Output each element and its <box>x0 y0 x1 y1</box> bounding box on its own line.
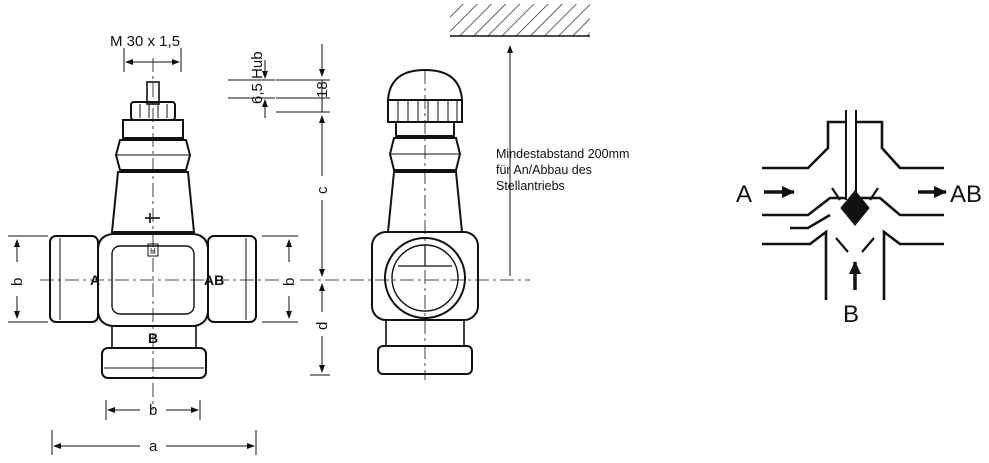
dim-b-left-label: b <box>9 278 26 286</box>
neck-ring <box>122 119 184 139</box>
dim-c-label: c <box>314 186 331 194</box>
clearance-note-line1: Mindestabstand 200mm <box>496 147 629 161</box>
bonnet <box>110 171 196 233</box>
dim-d-label: d <box>314 322 331 330</box>
hatched-wall <box>450 4 590 36</box>
port-b-label: B <box>148 330 158 346</box>
body-mark-box <box>147 243 159 257</box>
hex-nut <box>114 139 192 171</box>
schematic-port-a: A <box>736 181 752 208</box>
body-mark-label: H <box>150 247 156 256</box>
dim-18-label: 18 <box>314 81 331 98</box>
port-opening-outer <box>384 237 466 319</box>
stroke-label: 6,5 Hub <box>249 51 266 104</box>
thread-label: M 30 x 1,5 <box>110 33 180 50</box>
cap-base <box>395 121 455 137</box>
side-view <box>276 4 590 380</box>
valve-stem <box>146 81 160 105</box>
knurled-cap-top <box>386 68 464 101</box>
dim-b-bottom-label: b <box>149 402 157 419</box>
side-hex-nut <box>388 137 462 171</box>
flow-schematic <box>762 110 947 300</box>
schematic-port-ab: AB <box>950 181 982 208</box>
schematic-port-b: B <box>843 301 859 328</box>
port-a-label: A <box>90 272 100 288</box>
clearance-note-line3: Stellantriebs <box>496 179 565 193</box>
body-window <box>111 245 195 315</box>
side-bottom-connector <box>377 345 473 375</box>
port-b-connector <box>101 347 207 379</box>
dim-a-label: a <box>149 438 158 455</box>
dim-b-mid-label: b <box>281 278 298 286</box>
front-view <box>8 48 298 455</box>
port-ab-label: AB <box>204 272 224 288</box>
valve-body <box>97 233 209 327</box>
clearance-note-line2: für An/Abbau des <box>496 163 592 177</box>
valve-plug <box>840 189 870 227</box>
